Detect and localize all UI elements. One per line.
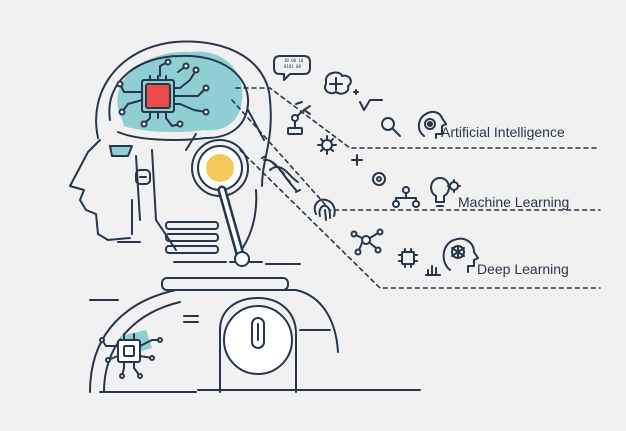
bubble-text-line-2: 0101 00 [284,64,301,69]
dashed-connectors [231,87,601,289]
plus-icon [351,154,363,166]
magnifier-icon [381,117,401,137]
brain-chip-icon [116,58,210,128]
bubble-text-line-1: 10 00 10 [284,58,304,63]
molecule-icon [350,228,384,256]
check-icon [353,89,383,111]
ai-head-icon [418,110,447,139]
robot-arm-icon [287,101,311,135]
robot-head [69,40,301,267]
label-deep-learning: Deep Learning [477,261,569,277]
robot-body [89,277,421,393]
bar-chart-icon [425,265,441,276]
ring-icon [372,172,386,186]
brain-icon [324,71,352,95]
label-artificial-intelligence: Artificial Intelligence [441,124,565,140]
chat-bubble-icon [273,55,311,81]
network-icon [392,186,420,208]
lightbulb-gear-icon [430,177,461,207]
deep-learning-head-icon [442,237,479,273]
cpu-icon [99,330,163,379]
gear-icon [317,135,337,155]
chip-icon [398,248,418,268]
label-machine-learning: Machine Learning [458,194,570,210]
fingerprint-icon [313,198,336,221]
dna-icon [261,155,301,193]
